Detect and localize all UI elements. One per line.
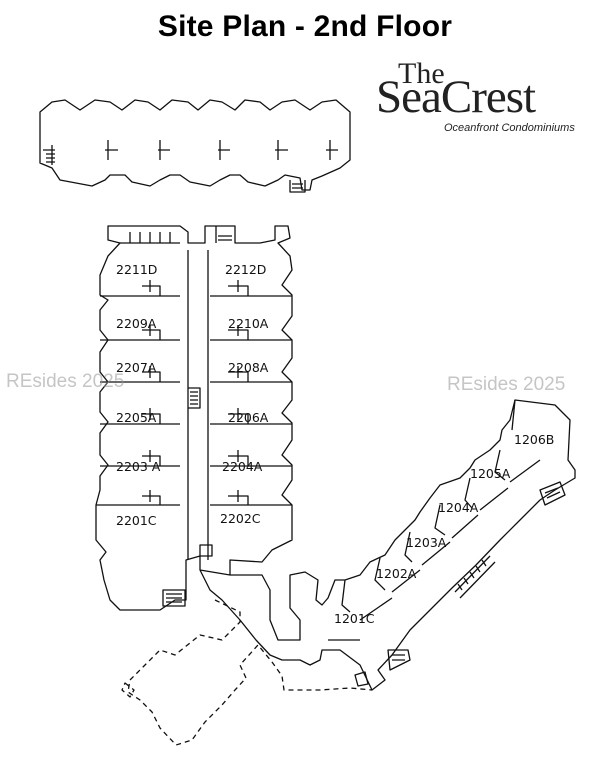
watermark-left: REsides 2025 (6, 371, 125, 392)
unit-label-2208A: 2208A (228, 360, 269, 375)
unit-label-2206A: 2206A (228, 410, 269, 425)
unit-label-2203A: 2203 A (116, 459, 161, 474)
unit-label-2207A: 2207A (116, 360, 157, 375)
unit-label-2210A: 2210A (228, 316, 269, 331)
page-title: Site Plan - 2nd Floor (157, 10, 453, 43)
unit-label-2201C: 2201C (116, 513, 157, 528)
unit-label-2205A: 2205A (116, 410, 157, 425)
unit-label-2211D: 2211D (116, 262, 158, 277)
logo-name: SeaCrest (376, 71, 536, 123)
unit-label-1205A: 1205A (470, 466, 511, 481)
unit-label-2212D: 2212D (225, 262, 267, 277)
unit-label-2204A: 2204A (222, 459, 263, 474)
unit-label-2209A: 2209A (116, 316, 157, 331)
unit-label-1206B: 1206B (514, 432, 555, 447)
unit-label-2202C: 2202C (220, 511, 261, 526)
logo-tagline: Oceanfront Condominiums (444, 122, 575, 134)
unit-label-1203A: 1203A (406, 535, 447, 550)
seacrest-logo: The SeaCrest Oceanfront Condominiums (376, 55, 591, 140)
watermark-right: REsides 2025 (447, 374, 566, 395)
logo-the: The (398, 57, 445, 90)
main-building-outline (95, 225, 293, 611)
unit-label-1202A: 1202A (376, 566, 417, 581)
unit-label-1201C: 1201C (334, 611, 375, 626)
connector-outline (121, 399, 576, 746)
unit-label-1204A: 1204A (438, 500, 479, 515)
top-building-outline (39, 99, 351, 193)
